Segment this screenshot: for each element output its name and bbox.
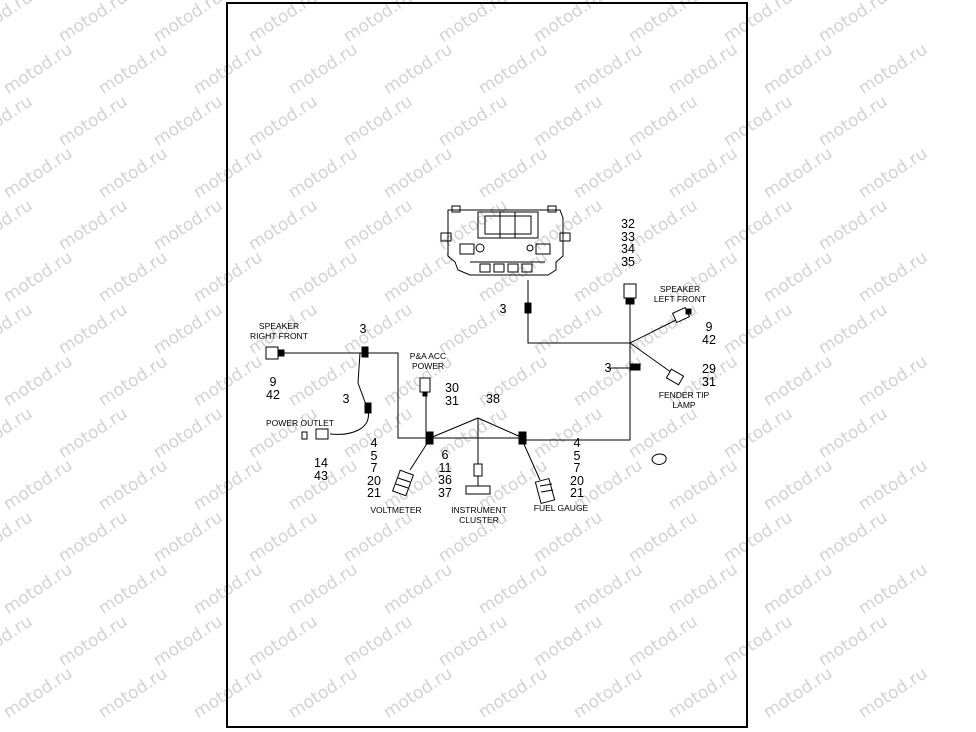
clip-right-front bbox=[361, 346, 369, 358]
label-fuel-gauge: FUEL GAUGE bbox=[533, 503, 589, 513]
speaker-right-connector bbox=[265, 346, 285, 360]
power-outlet-connector bbox=[301, 428, 329, 440]
label-instrument-cluster: INSTRUMENT CLUSTER bbox=[451, 505, 507, 525]
junction-clip-left bbox=[425, 431, 434, 445]
top-connector bbox=[623, 283, 637, 305]
callout-instrument-cluster: 6 11 36 37 bbox=[438, 448, 452, 500]
speaker-left-connector bbox=[671, 306, 692, 324]
pa-acc-connector bbox=[419, 377, 431, 397]
clip-right-side bbox=[629, 363, 641, 371]
callout-top-connector: 32 33 34 35 bbox=[621, 217, 635, 269]
voltmeter-connector bbox=[392, 469, 414, 497]
loose-clip bbox=[651, 453, 667, 465]
callout-speaker-left: 9 42 bbox=[702, 320, 716, 347]
callout-fender-tip: 29 31 bbox=[702, 362, 716, 389]
fuel-gauge-connector bbox=[534, 477, 556, 505]
instrument-cluster-connector bbox=[465, 463, 491, 495]
callout-clip-under-bracket: 3 bbox=[499, 302, 507, 316]
label-speaker-left-front: SPEAKER LEFT FRONT bbox=[653, 284, 707, 304]
label-power-outlet: POWER OUTLET bbox=[265, 418, 334, 428]
callout-power-outlet: 14 43 bbox=[314, 456, 328, 483]
harness-wires bbox=[280, 280, 681, 481]
label-fender-tip-lamp: FENDER TIP LAMP bbox=[658, 390, 710, 410]
diagram-frame bbox=[226, 2, 748, 728]
label-pa-acc-power: P&A ACC POWER bbox=[409, 351, 447, 371]
instrument-bracket-drawing bbox=[440, 205, 571, 276]
clip-under-bracket bbox=[524, 302, 532, 314]
fender-tip-connector bbox=[665, 368, 685, 386]
callout-voltmeter: 4 5 7 20 21 bbox=[367, 436, 381, 500]
junction-clip-right bbox=[518, 431, 527, 445]
callout-pa-acc: 30 31 bbox=[445, 381, 459, 408]
callout-speaker-right: 9 42 bbox=[266, 375, 280, 402]
label-speaker-right-front: SPEAKER RIGHT FRONT bbox=[250, 321, 308, 341]
callout-fuel-gauge: 4 5 7 20 21 bbox=[570, 436, 584, 500]
callout-harness-38: 38 bbox=[486, 392, 500, 406]
callout-clip-right-side: 3 bbox=[604, 361, 612, 375]
clip-left-vertical bbox=[364, 402, 372, 414]
label-voltmeter: VOLTMETER bbox=[370, 505, 422, 515]
callout-clip-right-front: 3 bbox=[359, 322, 367, 336]
callout-clip-left-vertical: 3 bbox=[342, 392, 350, 406]
